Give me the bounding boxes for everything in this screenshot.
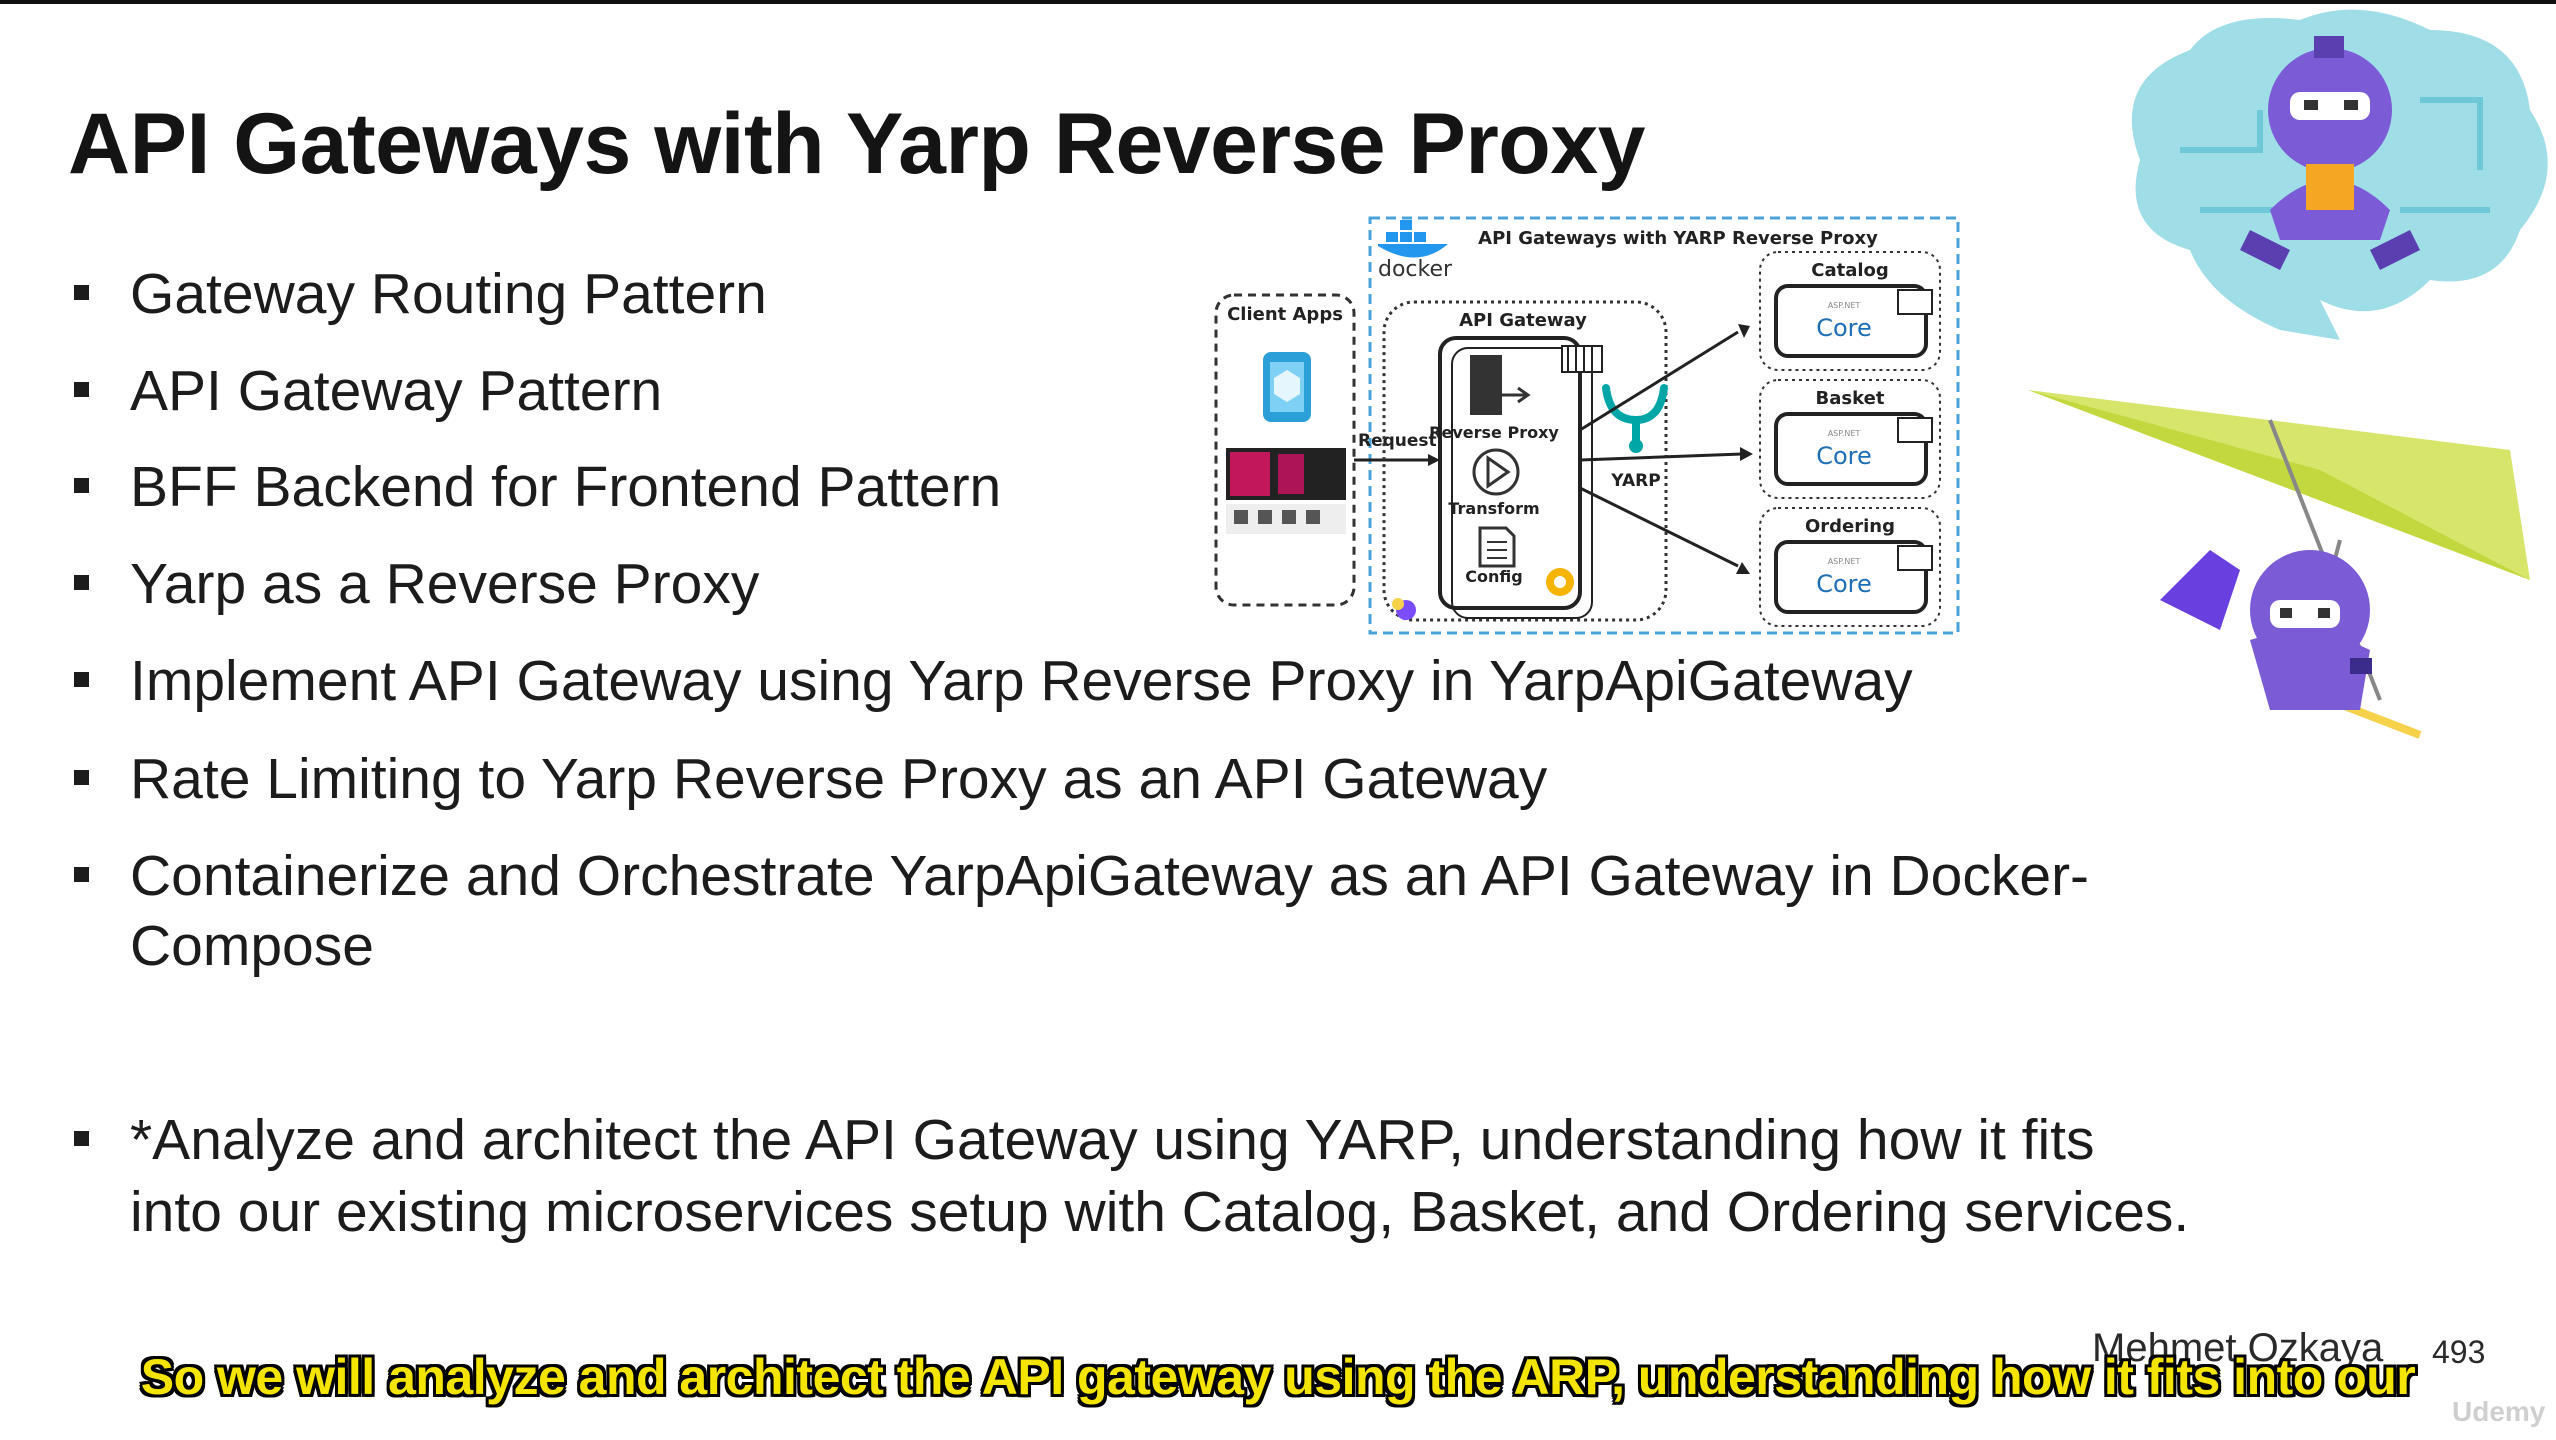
client-apps-label: Client Apps [1227, 304, 1343, 325]
bullet-marker [74, 382, 89, 397]
docker-icon [1378, 220, 1448, 258]
yarp-icon [1602, 384, 1668, 453]
diagram-title: API Gateways with YARP Reverse Proxy [1478, 228, 1878, 249]
reverse-proxy-label: Reverse Proxy [1429, 423, 1559, 442]
gear-icon [1546, 568, 1574, 596]
docker-label: docker [1378, 257, 1453, 282]
svg-text:ASP.NET: ASP.NET [1828, 301, 1861, 310]
udemy-watermark: Udemy [2452, 1396, 2546, 1427]
service-catalog: Catalog ASP.NET Core [1759, 251, 1941, 371]
document-icon [1478, 526, 1516, 568]
service-ordering: Ordering ASP.NET Core [1759, 507, 1941, 627]
bullet-marker [74, 575, 89, 590]
architecture-diagram: API Gateways with YARP Reverse Proxy doc… [1208, 210, 1968, 640]
svg-text:Basket: Basket [1816, 388, 1885, 409]
mobile-app-icon [1263, 352, 1311, 422]
svg-text:Ordering: Ordering [1805, 516, 1895, 537]
yarp-label: YARP [1610, 471, 1660, 491]
svg-text:Core: Core [1816, 442, 1872, 470]
dotnet-bot-hang-glider-icon [2020, 390, 2556, 750]
play-icon [1472, 448, 1520, 496]
slide-title: API Gateways with Yarp Reverse Proxy [68, 96, 1646, 192]
web-app-icon [1226, 448, 1346, 534]
config-label: Config [1465, 567, 1522, 586]
bullet-marker [74, 1131, 89, 1146]
bug-icon [1392, 598, 1416, 620]
request-label: Request [1358, 431, 1437, 451]
service-basket: Basket ASP.NET Core [1759, 379, 1941, 499]
svg-text:Core: Core [1816, 314, 1872, 342]
svg-text:Core: Core [1816, 570, 1872, 598]
svg-text:Catalog: Catalog [1811, 260, 1889, 281]
docker-container-box [1368, 216, 1960, 635]
api-gateway-label: API Gateway [1459, 310, 1587, 331]
client-apps-box [1214, 293, 1356, 607]
bullet-marker [74, 285, 89, 300]
bullet-marker [74, 672, 89, 687]
video-subtitle: So we will analyze and architect the API… [140, 1349, 2416, 1405]
top-border [0, 0, 2556, 4]
svg-text:ASP.NET: ASP.NET [1828, 429, 1861, 438]
bullet-marker [74, 867, 89, 882]
bullet-marker [74, 770, 89, 785]
server-icon [1470, 355, 1531, 415]
page-number: 493 [2432, 1334, 2486, 1370]
transform-label: Transform [1448, 499, 1539, 518]
author-name: Mehmet Ozkaya [2092, 1326, 2384, 1370]
bullet-marker [74, 478, 89, 493]
stripe-decoration [1561, 345, 1603, 373]
svg-text:ASP.NET: ASP.NET [1828, 557, 1861, 566]
dotnet-bot-reading-icon [2100, 0, 2556, 350]
